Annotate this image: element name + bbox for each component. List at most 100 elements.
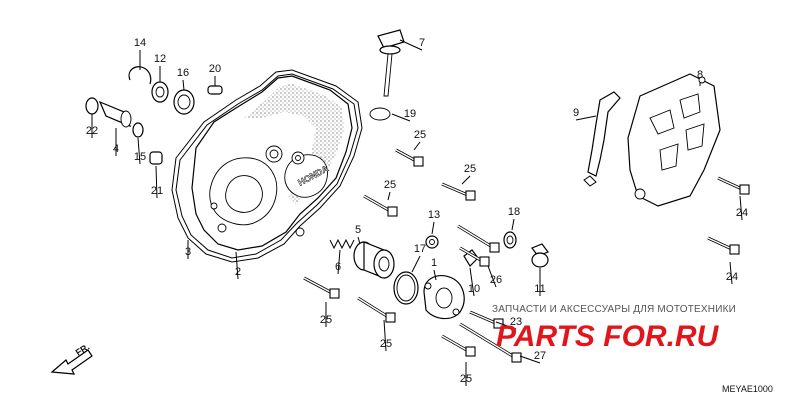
- watermark-tagline: ЗАПЧАСТИ И АКСЕССУАРЫ ДЛЯ МОТОТЕХНИКИ: [492, 304, 736, 315]
- leader-lines: [91, 39, 743, 386]
- leader-line-c1: [433, 269, 437, 281]
- callout-c18: 18: [508, 206, 520, 218]
- oil-filler-plug-dipstick: [377, 29, 405, 97]
- bolt-highlight-8: [357, 297, 391, 319]
- oil-seal-16: [173, 89, 195, 115]
- callout-c25f: 25: [460, 373, 472, 385]
- bolt-head-8: [385, 312, 396, 323]
- bolt-head-2: [387, 206, 398, 217]
- bolt-head-9: [493, 318, 504, 329]
- callout-c23: 23: [510, 316, 522, 328]
- o-ring-19: [369, 107, 391, 121]
- bolt-highlight-1: [441, 183, 471, 197]
- leader-line-c25c: [387, 191, 391, 201]
- o-ring-17: [393, 271, 419, 305]
- callout-c2: 2: [235, 266, 241, 278]
- leader-line-c13: [431, 221, 435, 235]
- oil-filter-spring-6: [329, 238, 355, 250]
- front-direction-arrow: FR.: [50, 342, 93, 375]
- callout-c27: 27: [534, 350, 546, 362]
- callout-c12: 12: [154, 53, 166, 65]
- bolt-head-10: [511, 352, 522, 363]
- callout-c17: 17: [414, 243, 426, 255]
- callout-c25d: 25: [320, 314, 332, 326]
- bolt-highlight-5: [457, 225, 495, 249]
- leader-line-c25e: [383, 319, 387, 352]
- leader-line-c27: [519, 355, 541, 364]
- bolt-highlight-10: [459, 323, 517, 359]
- callout-c22: 22: [86, 125, 98, 137]
- leader-line-c5: [357, 236, 361, 245]
- callout-c14: 14: [134, 37, 146, 49]
- callout-c15: 15: [134, 151, 146, 163]
- callout-c8: 8: [697, 69, 703, 81]
- callout-c21: 21: [151, 185, 163, 197]
- callout-c9: 9: [573, 107, 579, 119]
- bolt-11: [531, 243, 549, 268]
- bolt-head-5: [489, 242, 500, 253]
- callout-c24a: 24: [736, 207, 748, 219]
- callout-c13: 13: [428, 209, 440, 221]
- leader-line-c19: [391, 113, 411, 122]
- callout-c25c: 25: [384, 179, 396, 191]
- diagram-code: MEYAE1000: [722, 384, 773, 394]
- callout-c3: 3: [185, 246, 191, 258]
- bolt-highlight-11: [441, 335, 471, 353]
- bolt-head-3: [739, 184, 750, 195]
- leader-line-c18: [511, 218, 515, 231]
- callout-c4: 4: [113, 143, 119, 155]
- bolt-head-1: [465, 190, 476, 201]
- leader-line-c24a: [739, 195, 743, 221]
- callout-c26: 26: [490, 274, 502, 286]
- bolt-highlight-2: [363, 195, 393, 213]
- bolt-head-11: [465, 346, 476, 357]
- callout-c11: 11: [534, 283, 545, 295]
- leader-line-c25a: [413, 141, 421, 151]
- bolt-head-6: [479, 256, 490, 267]
- bolt-head-7: [329, 288, 340, 299]
- leader-line-c10: [469, 267, 475, 297]
- leader-line-c15: [137, 137, 141, 165]
- leader-line-c17: [411, 255, 421, 273]
- oil-filter-cover-1: [423, 275, 465, 320]
- leader-line-c6: [337, 249, 341, 275]
- leader-line-c2: [235, 251, 239, 280]
- callout-c10: 10: [468, 283, 480, 295]
- leader-line-c24b: [729, 261, 733, 285]
- leader-line-c23: [495, 321, 517, 330]
- cover-gasket-9: [583, 91, 621, 187]
- callout-c25b: 25: [464, 163, 476, 175]
- dowel-pin-20: [207, 85, 223, 95]
- leader-line-c9: [575, 115, 597, 121]
- callout-c20: 20: [209, 63, 221, 75]
- leader-line-c21: [155, 165, 158, 199]
- callout-c1: 1: [431, 257, 437, 269]
- cover-gasket: [171, 69, 363, 263]
- flange-bolts: [303, 148, 750, 363]
- leader-line-c26: [487, 265, 497, 288]
- leader-line-c7: [399, 39, 423, 51]
- oil-filter-5: [353, 241, 395, 279]
- bolt-highlight-7: [303, 277, 335, 295]
- watermark-logo: PARTS FOR.RU: [496, 320, 720, 353]
- callout-c6: 6: [335, 261, 341, 273]
- snap-ring-14: [128, 66, 152, 85]
- callout-c16: 16: [177, 67, 189, 79]
- o-ring-15: [132, 122, 144, 138]
- callout-c19: 19: [404, 108, 416, 120]
- callout-c25a: 25: [414, 129, 426, 141]
- washer-12: [151, 81, 169, 103]
- callout-c7: 7: [419, 37, 425, 49]
- leader-line-c25b: [461, 175, 471, 185]
- callout-c24b: 24: [726, 271, 738, 283]
- washer-18: [503, 231, 517, 249]
- callout-c25e: 25: [380, 338, 392, 350]
- bolt-head-0: [413, 156, 424, 167]
- spindle-4: [98, 100, 132, 128]
- bolt-head-4: [729, 244, 740, 255]
- left-crankcase-cover: HONDA: [191, 75, 353, 251]
- dowel-pin-21: [149, 151, 163, 165]
- o-ring-22: [85, 97, 99, 115]
- leader-line-c16: [182, 79, 185, 91]
